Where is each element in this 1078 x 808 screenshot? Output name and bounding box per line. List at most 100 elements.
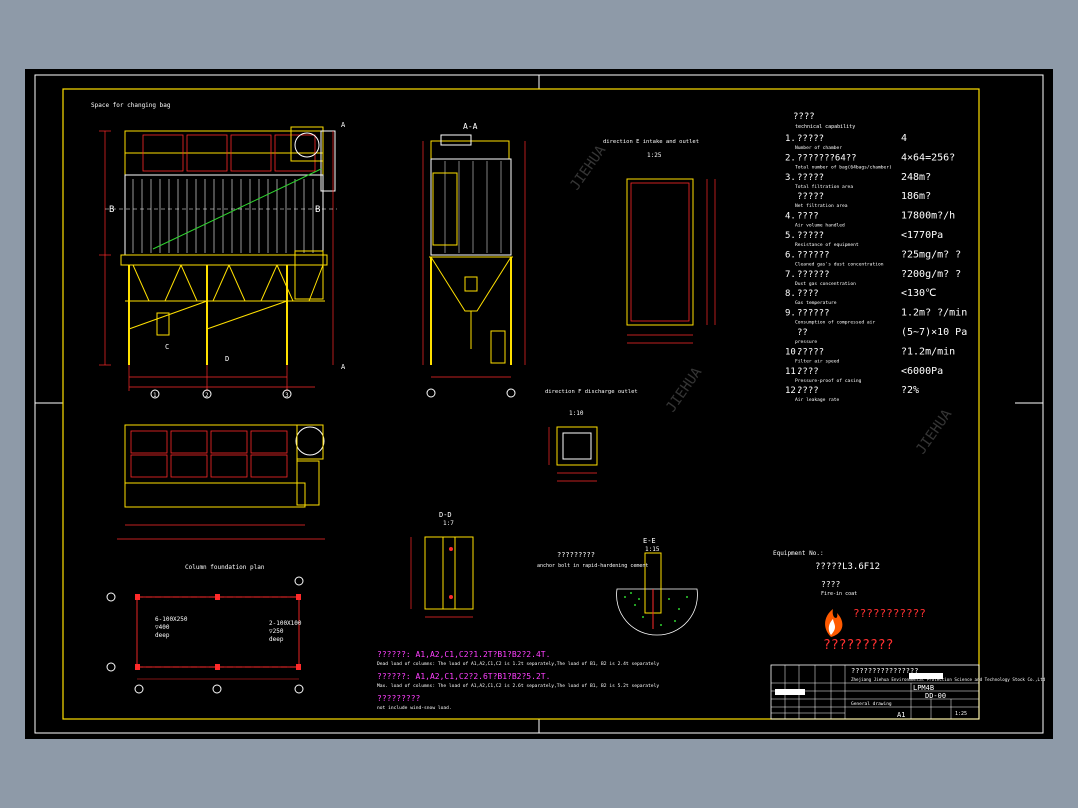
drawing-no: LPM4B <box>913 684 934 692</box>
param-label: ???? <box>797 289 819 299</box>
anchor-note: ????????? <box>557 551 595 559</box>
param-value: <130℃ <box>901 288 936 299</box>
load-line-3-sub: not include wind-snow load. <box>377 705 452 711</box>
param-num: 2. <box>785 153 796 163</box>
param-sub: Number of chamber <box>795 145 842 151</box>
param-value: 1.2m? ?/min <box>901 308 967 319</box>
anchor-note-sub: anchor bolt in rapid-hardening cement <box>537 563 648 569</box>
param-sub: Total filtration area <box>795 184 853 190</box>
param-sub: Gas temperature <box>795 300 837 306</box>
watermark-3: JIEHUA <box>913 406 955 457</box>
watermark-1: JIEHUA <box>567 142 609 193</box>
axis-label-3: 3 <box>285 392 289 399</box>
load-line-2-sub: Max. load of columns: The load of A1,A2,… <box>377 683 659 689</box>
view-e-scale: 1:25 <box>647 152 662 159</box>
param-num: 8. <box>785 289 796 299</box>
param-value: 248m? <box>901 172 931 183</box>
param-num: 12. <box>785 386 801 396</box>
param-label: ????? <box>797 231 824 241</box>
column-foundation-plan <box>106 576 304 694</box>
param-sub: Total number of bag(64bags/chamber) <box>795 164 892 170</box>
view-f-scale: 1:10 <box>569 410 584 417</box>
param-sub: Air volume handled <box>795 223 845 229</box>
detail-ee-scale: 1:15 <box>645 546 660 553</box>
detail-dd <box>410 536 474 618</box>
parameter-table: ???? technical capability 1.?????Number … <box>785 112 967 403</box>
param-value: ?2% <box>901 385 919 396</box>
param-value: 17800m?/h <box>901 211 955 222</box>
param-value: 4 <box>901 133 907 144</box>
param-num: 7. <box>785 270 796 280</box>
drawing-sheet: Space for changing bag B B A A C D 1 2 3… <box>34 74 1046 734</box>
param-sub: Dust gas concentration <box>795 281 856 287</box>
param-num: 3. <box>785 173 796 183</box>
param-label: ????? <box>797 192 824 202</box>
param-label: ????? <box>797 134 824 144</box>
param-sub: Pressure-proof of casing <box>795 378 862 384</box>
company-en: Zhejiang Jiehua Environmental Protection… <box>851 677 1046 682</box>
param-label: ???? <box>797 386 819 396</box>
load-line-2: ??????: A1,A2,C1,C2?2.6T?B1?B2?5.2T. <box>377 672 550 681</box>
anchor-label-2: 2-100X100 <box>269 620 302 627</box>
load-line-3: ????????? <box>377 694 421 703</box>
section-b-left: B <box>109 205 114 215</box>
space-label: Space for changing bag <box>91 102 171 109</box>
param-num: 6. <box>785 250 796 260</box>
param-value: ?1.2m/min <box>901 346 955 357</box>
mark-a-bottom: A <box>341 363 346 371</box>
param-label: ???? <box>797 367 819 377</box>
view-f-title: direction F discharge outlet <box>545 389 638 395</box>
param-title-sub: technical capability <box>795 124 855 130</box>
anchor-label-1b: ▽400 <box>155 624 170 631</box>
anchor-label-1c: deep <box>155 632 170 639</box>
inner-frame <box>62 88 980 720</box>
company-cn: ???????????????? <box>851 667 918 675</box>
param-sub: Consumption of compressed air <box>795 320 875 326</box>
view-f-discharge <box>548 426 598 482</box>
fire-icon <box>825 609 843 637</box>
param-value: <6000Pa <box>901 366 943 377</box>
param-label: ?????? <box>797 270 830 280</box>
param-sub: Cleaned gas's dust concentration <box>795 261 884 267</box>
watermark-2: JIEHUA <box>663 364 705 415</box>
anchor-label-2c: deep <box>269 636 284 643</box>
axis-label-2: 2 <box>205 392 209 399</box>
accessory-sub: Fire-in coat <box>821 591 857 597</box>
param-label: ????? <box>797 347 824 357</box>
equipment-number-label: Equipment No.: <box>773 550 824 557</box>
mark-d: D <box>225 355 229 363</box>
sheet-size: A1 <box>897 711 905 719</box>
fire-title: ????????? <box>823 638 893 653</box>
axis-label-1: 1 <box>153 392 157 399</box>
param-label: ?? <box>797 328 808 338</box>
anchor-label-2b: ▽250 <box>269 628 284 635</box>
param-num: 4. <box>785 212 796 222</box>
param-value: ?25mg/m? ? <box>901 249 961 260</box>
fire-text: ??????????? <box>853 607 926 620</box>
cad-drawing-canvas[interactable]: Space for changing bag B B A A C D 1 2 3… <box>25 69 1053 739</box>
detail-dd-title: D-D <box>439 511 452 519</box>
param-value: ?200g/m? ? <box>901 269 961 280</box>
mark-c: C <box>165 343 169 351</box>
param-sub: Air leakage rate <box>795 397 839 403</box>
param-label: ?????? <box>797 309 830 319</box>
section-b-right: B <box>315 205 320 215</box>
mark-a-top: A <box>341 121 346 129</box>
param-value: 186m? <box>901 191 931 202</box>
view-e-title: direction E intake and outlet <box>603 139 699 145</box>
param-num: 1. <box>785 134 796 144</box>
param-title: ???? <box>793 112 815 122</box>
param-num: 11. <box>785 367 801 377</box>
front-elevation <box>99 126 337 399</box>
anchor-label-1: 6-100X250 <box>155 616 188 623</box>
param-sub: Filter air speed <box>795 358 839 364</box>
outer-border <box>34 74 1044 734</box>
param-num: 9. <box>785 309 796 319</box>
load-line-1-sub: Dead load of columns: The load of A1,A2,… <box>377 661 659 667</box>
load-line-1: ??????: A1,A2,C1,C2?1.2T?B1?B2?2.4T. <box>377 650 550 659</box>
view-e-intake-outlet <box>626 178 716 344</box>
general-drawing: General drawing <box>851 701 892 707</box>
side-section-aa <box>422 134 526 398</box>
equipment-model: ?????L3.6F12 <box>815 562 880 572</box>
param-label: ????? <box>797 173 824 183</box>
